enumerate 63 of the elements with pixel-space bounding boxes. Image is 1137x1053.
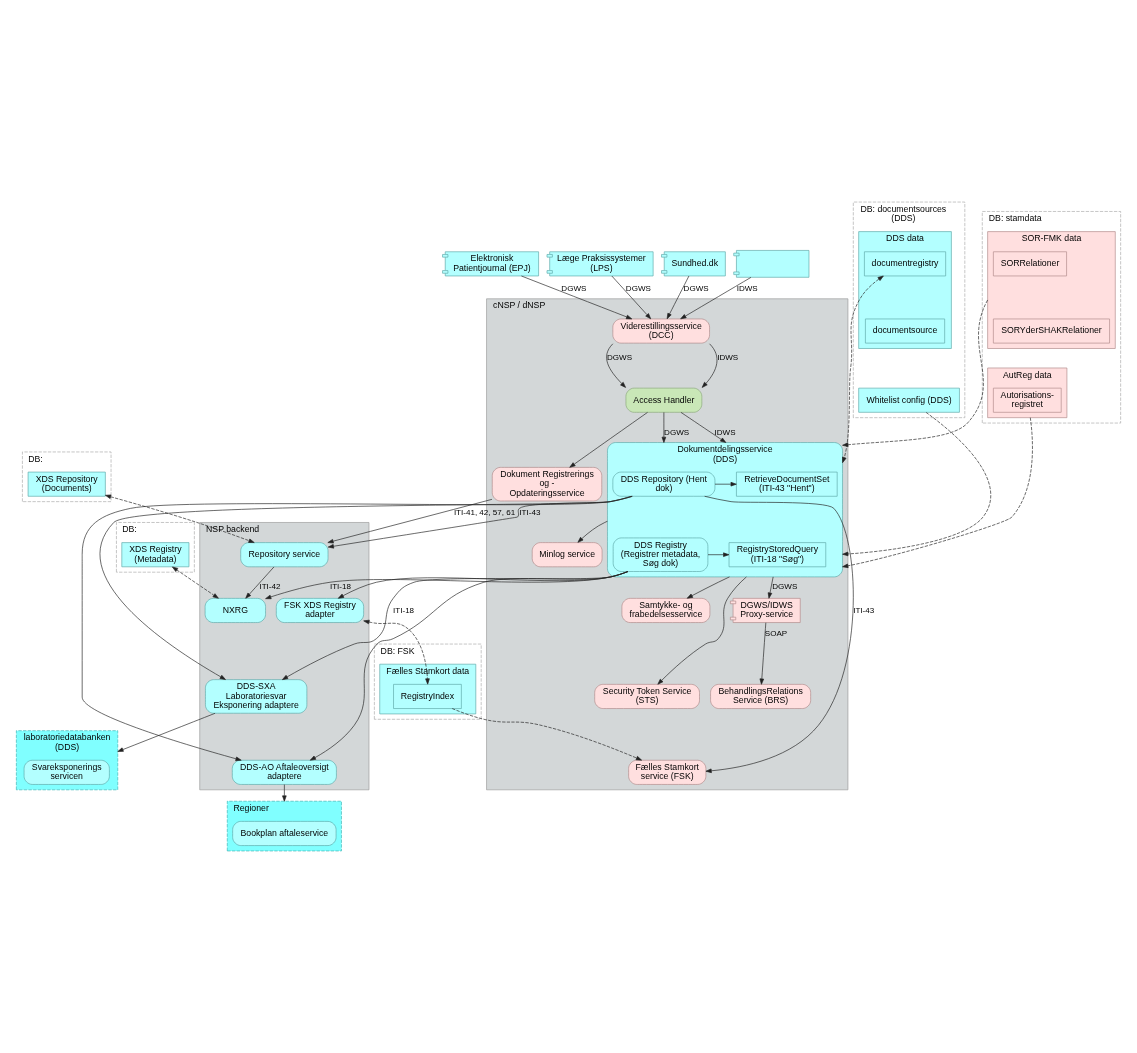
node-box: Bookplan aftaleservice [232,821,337,846]
node-box: RegistryIndex [393,684,462,709]
node-box: RetrieveDocumentSet (ITI-43 "Hent") [736,471,838,497]
arrow [327,495,632,549]
arrow [657,576,747,685]
arrow [117,712,216,752]
node-box: documentsource [865,318,945,344]
arrow [245,566,275,599]
arrow [704,495,854,773]
arrow [842,275,884,464]
node-box: BehandlingsRelations Service (BRS) [710,684,811,709]
node-box: Access Handler [625,387,703,413]
arrow [767,576,774,599]
arrow [309,571,628,761]
arrow [661,412,667,443]
arrow [327,499,493,544]
node-box: DDS Registry (Registrer metadata, Søg dok) [612,537,709,572]
arrow [842,299,988,447]
arrow [577,520,608,543]
node-box: RegistryStoredQuery (ITI-18 "Søg") [728,542,827,568]
arrow [521,275,633,320]
node-box: XDS Registry (Metadata) [121,542,190,568]
arrow [265,571,629,600]
node-box: Viderestillingsservice (DCC) [612,318,710,344]
node-box: DDS-AO Aftaleoversigt adaptere [231,759,337,785]
node-box: Dokument Registrerings og - Opdateringsservice [491,467,603,502]
node-box: Samtykke- og frabedelsesservice [621,598,711,623]
node-box: NXRG [204,598,266,623]
arrow [451,708,642,761]
arrow [701,343,718,388]
arrow [666,275,690,320]
node-box: SORYderSHAKRelationer [993,318,1110,344]
node-box: Repository service [240,542,329,568]
arrow [842,412,991,557]
arrow [105,494,255,543]
node-box: documentregistry [864,251,946,277]
node-box: Security Token Service (STS) [594,684,700,709]
arrow [714,481,737,487]
node-box: DDS Repository (Hent dok) [612,471,716,497]
arrow [606,343,626,388]
arrow [172,566,219,599]
node-box: Fælles Stamkort service (FSK) [628,759,707,785]
arrow [569,412,648,468]
arrow [282,784,287,802]
arrow [680,412,727,443]
node-box: XDS Repository (Documents) [27,471,106,497]
node-box: FSK XDS Registry adapter [275,598,364,623]
arrow [337,571,629,599]
node-box: SORRelationer [993,251,1067,277]
node-box: Autorisations- registret [993,387,1062,413]
node-box: Svareksponerings servicen [23,759,110,785]
arrow [680,277,752,320]
arrow [81,496,633,761]
arrow [759,622,767,685]
arrow [363,619,430,685]
arrow [282,571,629,680]
node-box: Minlog service [531,542,603,568]
arrow [842,417,1033,568]
node-box: DDS-SXA Laboratoriesvar Eksponering adaptere [205,679,308,714]
arrow [707,552,730,557]
arrow [611,275,652,320]
node-box: Whitelist config (DDS) [858,387,960,413]
arrow [686,576,730,599]
